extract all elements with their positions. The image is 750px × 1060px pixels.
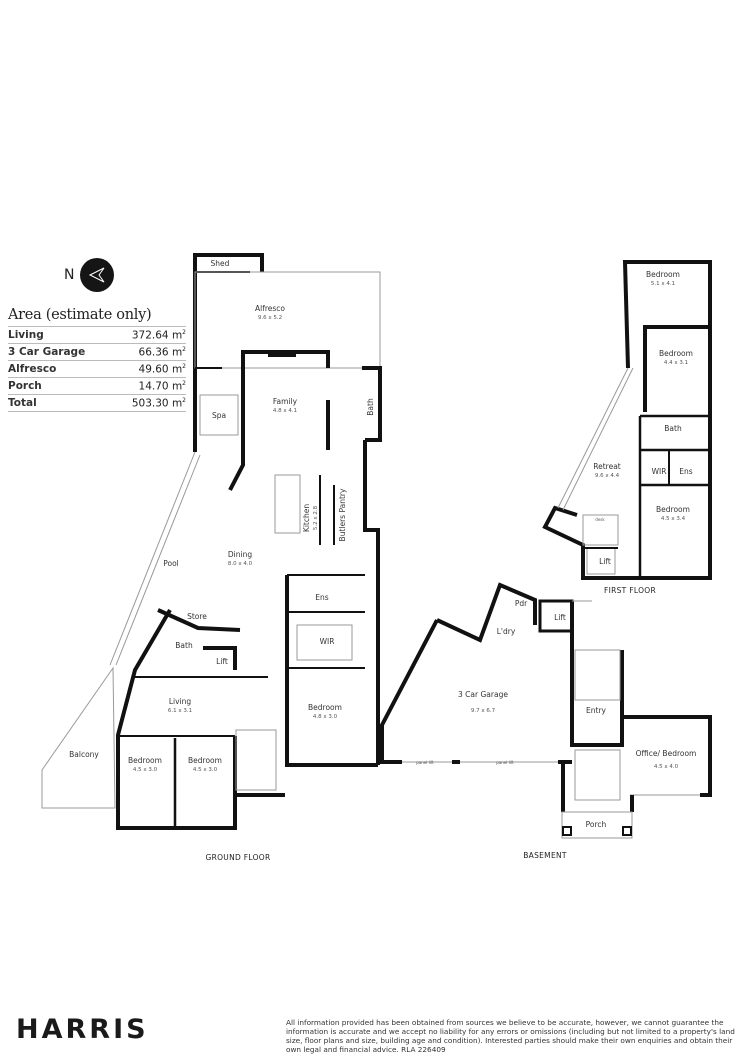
room-lift-basement: Lift xyxy=(554,613,566,622)
ground-floor-plan xyxy=(41,253,382,830)
room-bedroom-main: Bedroom xyxy=(308,703,342,712)
room-spa: Spa xyxy=(212,411,226,420)
area-label: Alfresco xyxy=(8,363,57,375)
first-floor-plan xyxy=(542,260,712,580)
room-alfresco-dims: 9.6 x 5.2 xyxy=(258,315,282,321)
area-row-living: Living 372.64 m2 xyxy=(8,327,186,344)
room-office-dims: 4.5 x 4.0 xyxy=(654,764,679,770)
room-bedroom-a: Bedroom xyxy=(128,756,162,765)
room-ens: Ens xyxy=(315,593,328,602)
room-store: Store xyxy=(187,612,207,621)
room-kitchen: Kitchen xyxy=(302,504,311,532)
room-bedroom-main-dims: 4.8 x 3.0 xyxy=(313,714,338,720)
area-row-total: Total 503.30 m2 xyxy=(8,395,186,412)
room-balcony: Balcony xyxy=(69,750,99,759)
area-value: 49.60 xyxy=(138,363,169,376)
room-bedroom-1-dims: 5.1 x 4.1 xyxy=(651,281,675,287)
room-family-dims: 4.8 x 4.1 xyxy=(273,408,297,414)
room-retreat: Retreat xyxy=(593,462,621,471)
room-living-dims: 6.1 x 3.1 xyxy=(168,708,192,714)
room-retreat-dims: 9.6 x 4.4 xyxy=(595,473,620,479)
room-ens-first: Ens xyxy=(679,467,692,476)
room-laundry: L'dry xyxy=(497,627,516,636)
room-kitchen-dims: 5.2 x 2.8 xyxy=(313,505,319,530)
area-value: 372.64 xyxy=(131,329,169,342)
area-row-alfresco: Alfresco 49.60 m2 xyxy=(8,361,186,378)
room-bath-first: Bath xyxy=(664,424,682,433)
panel-lift-door-2: panel lift xyxy=(496,760,514,765)
brand-logo: HARRIS xyxy=(16,1014,149,1045)
area-unit: m xyxy=(171,397,183,410)
room-bath: Bath xyxy=(366,398,375,416)
room-office: Office/ Bedroom xyxy=(636,749,697,758)
area-value: 14.70 xyxy=(138,380,169,393)
area-value: 66.36 xyxy=(138,346,169,359)
room-bath-2: Bath xyxy=(175,641,193,650)
area-label: Total xyxy=(8,397,37,409)
room-bedroom-2-dims: 4.4 x 3.1 xyxy=(664,360,688,366)
area-unit-sup: 2 xyxy=(182,363,186,370)
area-label: 3 Car Garage xyxy=(8,346,86,358)
room-living: Living xyxy=(169,697,192,706)
room-dining-dims: 8.0 x 4.0 xyxy=(228,561,253,567)
room-bedroom-a-dims: 4.5 x 3.0 xyxy=(133,767,158,773)
room-butlers-pantry: Butlers Pantry xyxy=(338,488,347,541)
north-label: N xyxy=(64,267,75,283)
area-unit-sup: 2 xyxy=(182,329,186,336)
room-bedroom-3: Bedroom xyxy=(656,505,690,514)
room-alfresco: Alfresco xyxy=(255,304,285,313)
north-indicator: N xyxy=(64,258,115,292)
ground-floor-title: GROUND FLOOR xyxy=(205,853,270,862)
room-bedroom-b-dims: 4.5 x 3.0 xyxy=(193,767,218,773)
room-garage-dims: 9.7 x 6.7 xyxy=(471,708,496,714)
room-porch: Porch xyxy=(586,820,607,829)
panel-lift-door-1: panel lift xyxy=(416,760,434,765)
desk-label: desk xyxy=(595,517,605,522)
room-bedroom-3-dims: 4.5 x 3.4 xyxy=(661,516,686,522)
area-label: Porch xyxy=(8,380,42,392)
area-label: Living xyxy=(8,329,44,341)
area-unit-sup: 2 xyxy=(182,346,186,353)
area-unit-sup: 2 xyxy=(182,397,186,404)
room-lift: Lift xyxy=(216,657,228,666)
room-pdr: Pdr xyxy=(515,599,528,608)
room-shed: Shed xyxy=(211,259,230,268)
room-entry: Entry xyxy=(586,706,607,715)
area-unit: m xyxy=(171,380,183,393)
disclaimer: All information provided has been obtain… xyxy=(286,1018,735,1054)
basement-title: BASEMENT xyxy=(523,851,567,860)
area-unit: m xyxy=(171,346,183,359)
area-table-title: Area (estimate only) xyxy=(8,307,186,327)
room-wir-first: WIR xyxy=(652,467,667,476)
area-row-garage: 3 Car Garage 66.36 m2 xyxy=(8,344,186,361)
room-family: Family xyxy=(273,397,298,406)
room-garage: 3 Car Garage xyxy=(458,690,508,699)
north-arrow-icon xyxy=(80,258,115,292)
room-pool: Pool xyxy=(163,559,179,568)
first-floor-title: FIRST FLOOR xyxy=(604,586,656,595)
area-unit-sup: 2 xyxy=(182,380,186,387)
area-row-porch: Porch 14.70 m2 xyxy=(8,378,186,395)
area-unit: m xyxy=(171,329,183,342)
room-dining: Dining xyxy=(228,550,252,559)
basement-plan xyxy=(380,582,712,839)
room-bedroom-1: Bedroom xyxy=(646,270,680,279)
area-unit: m xyxy=(171,363,183,376)
room-bedroom-b: Bedroom xyxy=(188,756,222,765)
room-wir: WIR xyxy=(320,637,335,646)
room-lift-first: Lift xyxy=(599,557,611,566)
area-value: 503.30 xyxy=(131,397,169,410)
room-bedroom-2: Bedroom xyxy=(659,349,693,358)
